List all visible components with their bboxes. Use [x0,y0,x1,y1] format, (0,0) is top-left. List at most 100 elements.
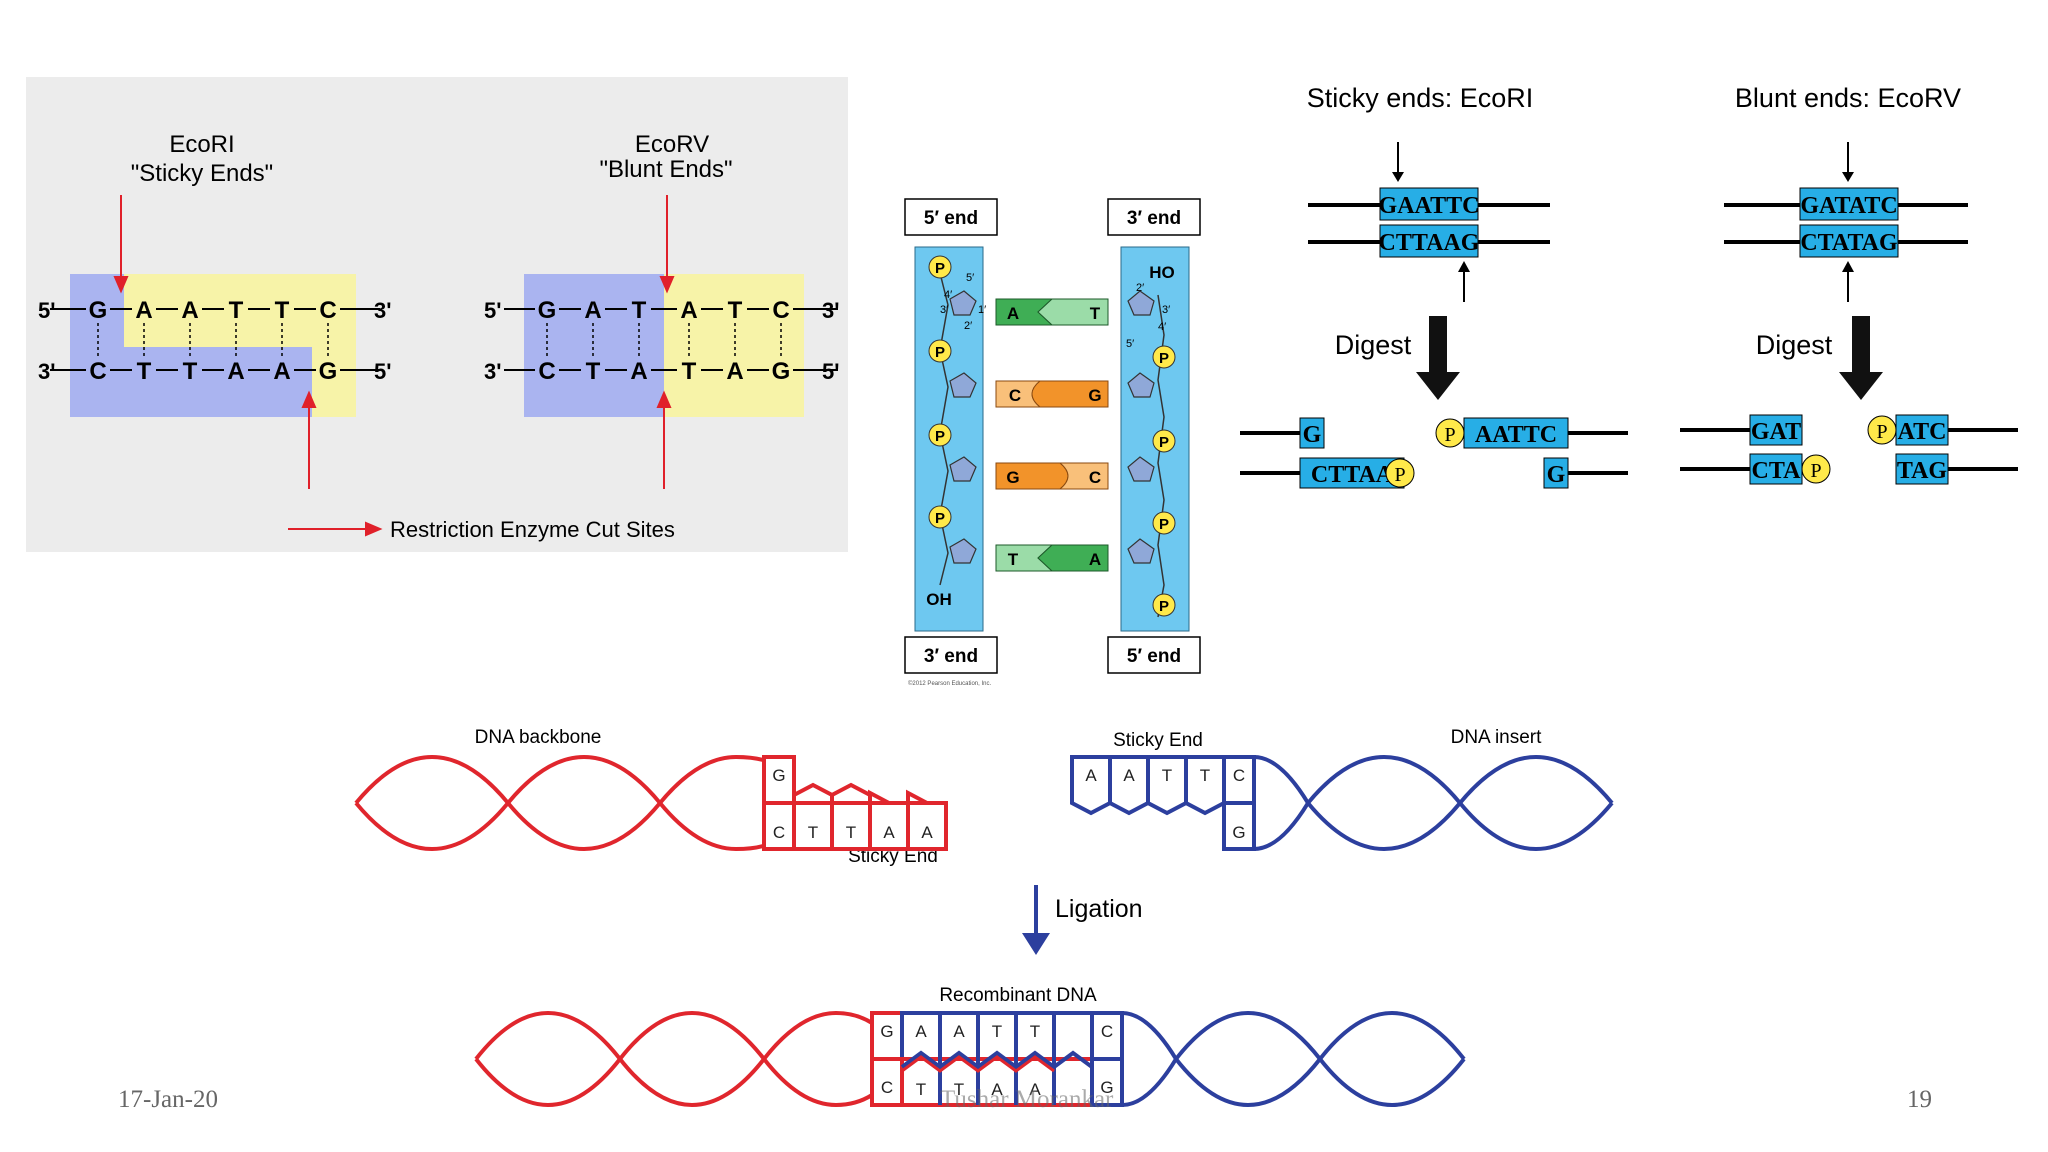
footer-author: Tushar Morankar [940,1086,1114,1113]
ligation-arrow [1022,933,1050,955]
ligation-label: Ligation [1055,895,1143,923]
ecori-bottom-base: T [183,358,198,385]
carbon-label: 3′ [940,304,948,316]
recombinant-blue-helix [1121,1010,1466,1108]
blunt-ends-title: Blunt ends: EcoRV [1735,83,1961,113]
ecorv-bottom-3end: 3' [484,359,501,384]
recombinant-bottom-base: T [916,1080,926,1099]
bottom-right-end-box [1107,636,1201,674]
base-left: A [1007,304,1019,323]
recombinant-bottom-base: A [1029,1080,1041,1099]
top-left-end-label: 5′ end [924,208,978,229]
carbon-label: 1′ [978,304,986,316]
sticky-blunt-panel: Sticky ends: EcoRI Blunt ends: EcoRV GAA… [1228,70,2028,510]
dna-backbone-label: DNA backbone [475,727,602,748]
top-left-end-box [904,198,998,236]
base-pair-4: T A [995,544,1109,572]
ecorv-top-base: A [680,297,697,324]
oh-label: OH [926,590,952,609]
ecori-top-base: A [135,297,152,324]
red-bottom-base: T [846,823,856,842]
red-bottom-base: A [921,823,933,842]
ecori-top-base: T [275,297,290,324]
base-left: C [1009,386,1021,405]
ecorv-bottom-base: G [772,358,791,385]
right-phosphates: P P P P [1152,345,1176,617]
ecorv-bottom-base: T [586,358,601,385]
recombinant-top-base: A [915,1022,927,1041]
recombinant-top-base: C [1101,1022,1113,1041]
sticky-top-seq: GAATTC [1379,193,1480,219]
top-right-end-label: 3′ end [1127,208,1181,229]
carbon-label: 5′ [966,272,974,284]
carbon-label: 2′ [1136,282,1144,294]
ecori-sequence: 5' 3' 3' 5' G A A T T C C T T A [38,295,391,385]
phosphate-label: P [1159,598,1169,615]
blue-sticky-end [1070,755,1256,851]
recombinant-bases: G A A T T C C T T A A G [880,1022,1113,1099]
phosphate-label: P [935,428,945,445]
phosphate-label: P [935,510,945,527]
recombinant-top-base: T [992,1022,1002,1041]
dna-structure-panel: 5′ end 3′ end 3′ end 5′ end P [900,195,1212,695]
recombinant-junction [870,1011,1124,1107]
ecorv-top-base: A [584,297,601,324]
sticky-left-bottom-frag: CTTAA [1311,462,1394,488]
sticky-ends-title: Sticky ends: EcoRI [1307,83,1534,113]
ecorv-name: EcoRV [635,131,709,158]
ecori-bottom-base: T [137,358,152,385]
blue-bases: A A T T C G [1085,766,1245,842]
copyright-text: ©2012 Pearson Education, Inc. [908,680,991,687]
ligation-figure: DNA backbone Sticky End DNA insert Stick… [354,727,1614,1108]
base-left: G [1006,468,1019,487]
ecori-top-base: T [229,297,244,324]
base-right: C [1089,468,1101,487]
base-left: T [1008,550,1019,569]
ligation-panel: DNA backbone Sticky End DNA insert Stick… [350,715,1710,1115]
base-pair-1: A T [995,298,1109,326]
ecori-top-base: G [89,297,108,324]
carbon-label: 5′ [1126,338,1134,350]
base-right: A [1089,550,1101,569]
red-helix [354,754,790,852]
bottom-right-end-label: 5′ end [1127,646,1181,667]
recombinant-top-base: A [953,1022,965,1041]
recombinant-top-base: G [880,1022,893,1041]
ecorv-bottom-base: A [726,358,743,385]
ecorv-top-base: T [728,297,743,324]
ecorv-bottom-base: T [682,358,697,385]
ecorv-top-5end: 5' [484,298,501,323]
blue-top-base: T [1200,766,1210,785]
blunt-top-box [1799,187,1899,221]
phosphate-label: P [1394,464,1405,486]
blue-top-base: A [1085,766,1097,785]
bottom-left-end-box [904,636,998,674]
ecori-bottom-base: A [227,358,244,385]
phosphate-label: P [935,260,945,277]
phosphate-label: P [1810,460,1821,482]
sticky-digest-arrow [1416,372,1460,400]
ecori-top-5end: 5' [38,298,55,323]
ho-label: HO [1149,263,1175,282]
sticky-right-bottom-frag: G [1547,462,1566,488]
blue-top-base: T [1162,766,1172,785]
blue-helix [1253,754,1614,852]
blue-top-base: C [1233,766,1245,785]
ecorv-top-base: C [772,297,789,324]
ecori-blue-block [70,274,312,417]
phosphate-label: P [935,344,945,361]
blunt-right-bottom-frag: TAG [1897,458,1948,484]
sticky-blunt-figure: Sticky ends: EcoRI Blunt ends: EcoRV GAA… [1240,83,2018,489]
phosphate-label: P [1876,421,1887,443]
ecori-bottom-base: C [89,358,106,385]
blunt-left-bottom-frag: CTA [1752,458,1802,484]
blunt-bottom-box [1799,224,1899,258]
left-phosphates: P P P P [928,255,952,529]
recombinant-red-helix [474,1010,874,1108]
bottom-left-end-label: 3′ end [924,646,978,667]
carbon-label: 4′ [1158,321,1166,333]
dna-structure-figure: 5′ end 3′ end 3′ end 5′ end P [904,198,1201,687]
base-right: T [1090,304,1101,323]
red-bottom-base: A [883,823,895,842]
sticky-end-label-bottom: Sticky End [848,846,938,867]
